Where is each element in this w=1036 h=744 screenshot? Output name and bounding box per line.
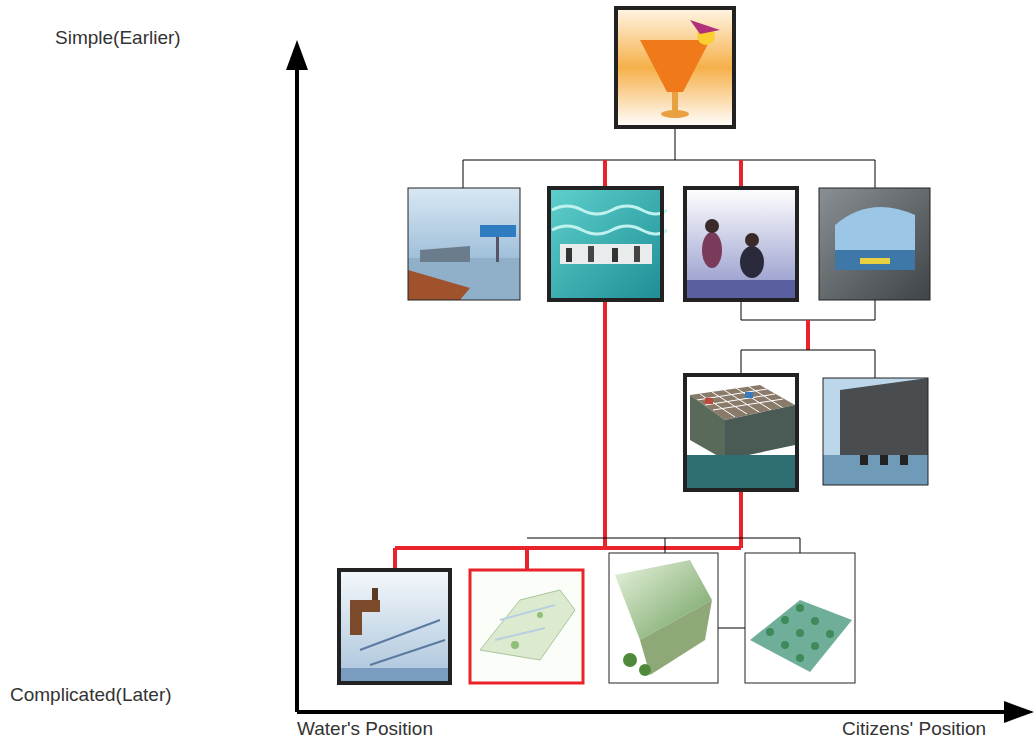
green-city-render: [609, 553, 718, 683]
people-photo: [685, 188, 797, 300]
axis-label: Simple(Earlier): [55, 28, 181, 49]
cube-grid-render: [685, 375, 797, 490]
axis-label: Citizens' Position: [842, 719, 986, 740]
opening-photo: [819, 188, 930, 300]
juice-photo: [616, 8, 734, 127]
axes: [286, 40, 1034, 723]
harbour-photo: [408, 188, 520, 300]
sketch-render: [470, 570, 583, 683]
faucet-render: [339, 570, 450, 683]
wall-photo: [823, 378, 928, 485]
axis-label: Water's Position: [297, 719, 433, 740]
pool-photo: [549, 188, 667, 300]
axis-label: Complicated(Later): [10, 685, 172, 706]
tree-grid-render: [745, 553, 855, 683]
